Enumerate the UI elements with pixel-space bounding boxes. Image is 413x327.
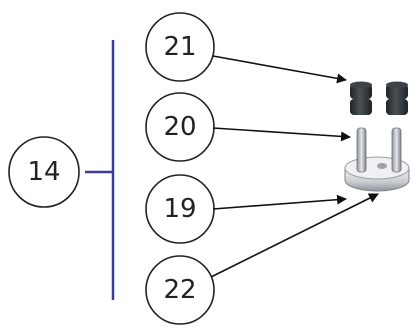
callout-21-label: 21 bbox=[163, 32, 196, 62]
callout-14-circle bbox=[8, 136, 80, 208]
callout-14: 14 bbox=[8, 136, 80, 208]
leader-19 bbox=[212, 194, 347, 210]
callout-20-circle bbox=[145, 92, 215, 162]
callout-21-circle bbox=[145, 12, 215, 82]
pins bbox=[356, 127, 402, 173]
callout-22: 22 bbox=[145, 255, 215, 325]
callout-22-label: 22 bbox=[163, 275, 196, 305]
leader-21 bbox=[212, 55, 347, 84]
callout-14-label: 14 bbox=[27, 157, 60, 187]
pin-left bbox=[356, 127, 367, 173]
callout-20: 20 bbox=[145, 92, 215, 162]
pin-right bbox=[391, 127, 402, 173]
callout-20-label: 20 bbox=[163, 112, 196, 142]
callout-19-label: 19 bbox=[163, 194, 196, 224]
callout-21: 21 bbox=[145, 12, 215, 82]
leader-lines bbox=[210, 55, 379, 278]
group-bracket bbox=[85, 40, 115, 300]
leader-22 bbox=[210, 193, 379, 278]
callout-19: 19 bbox=[145, 174, 215, 244]
top-caps bbox=[350, 81, 408, 115]
callout-22-circle bbox=[145, 255, 215, 325]
assembly-part bbox=[344, 81, 410, 192]
leader-20 bbox=[212, 127, 351, 142]
